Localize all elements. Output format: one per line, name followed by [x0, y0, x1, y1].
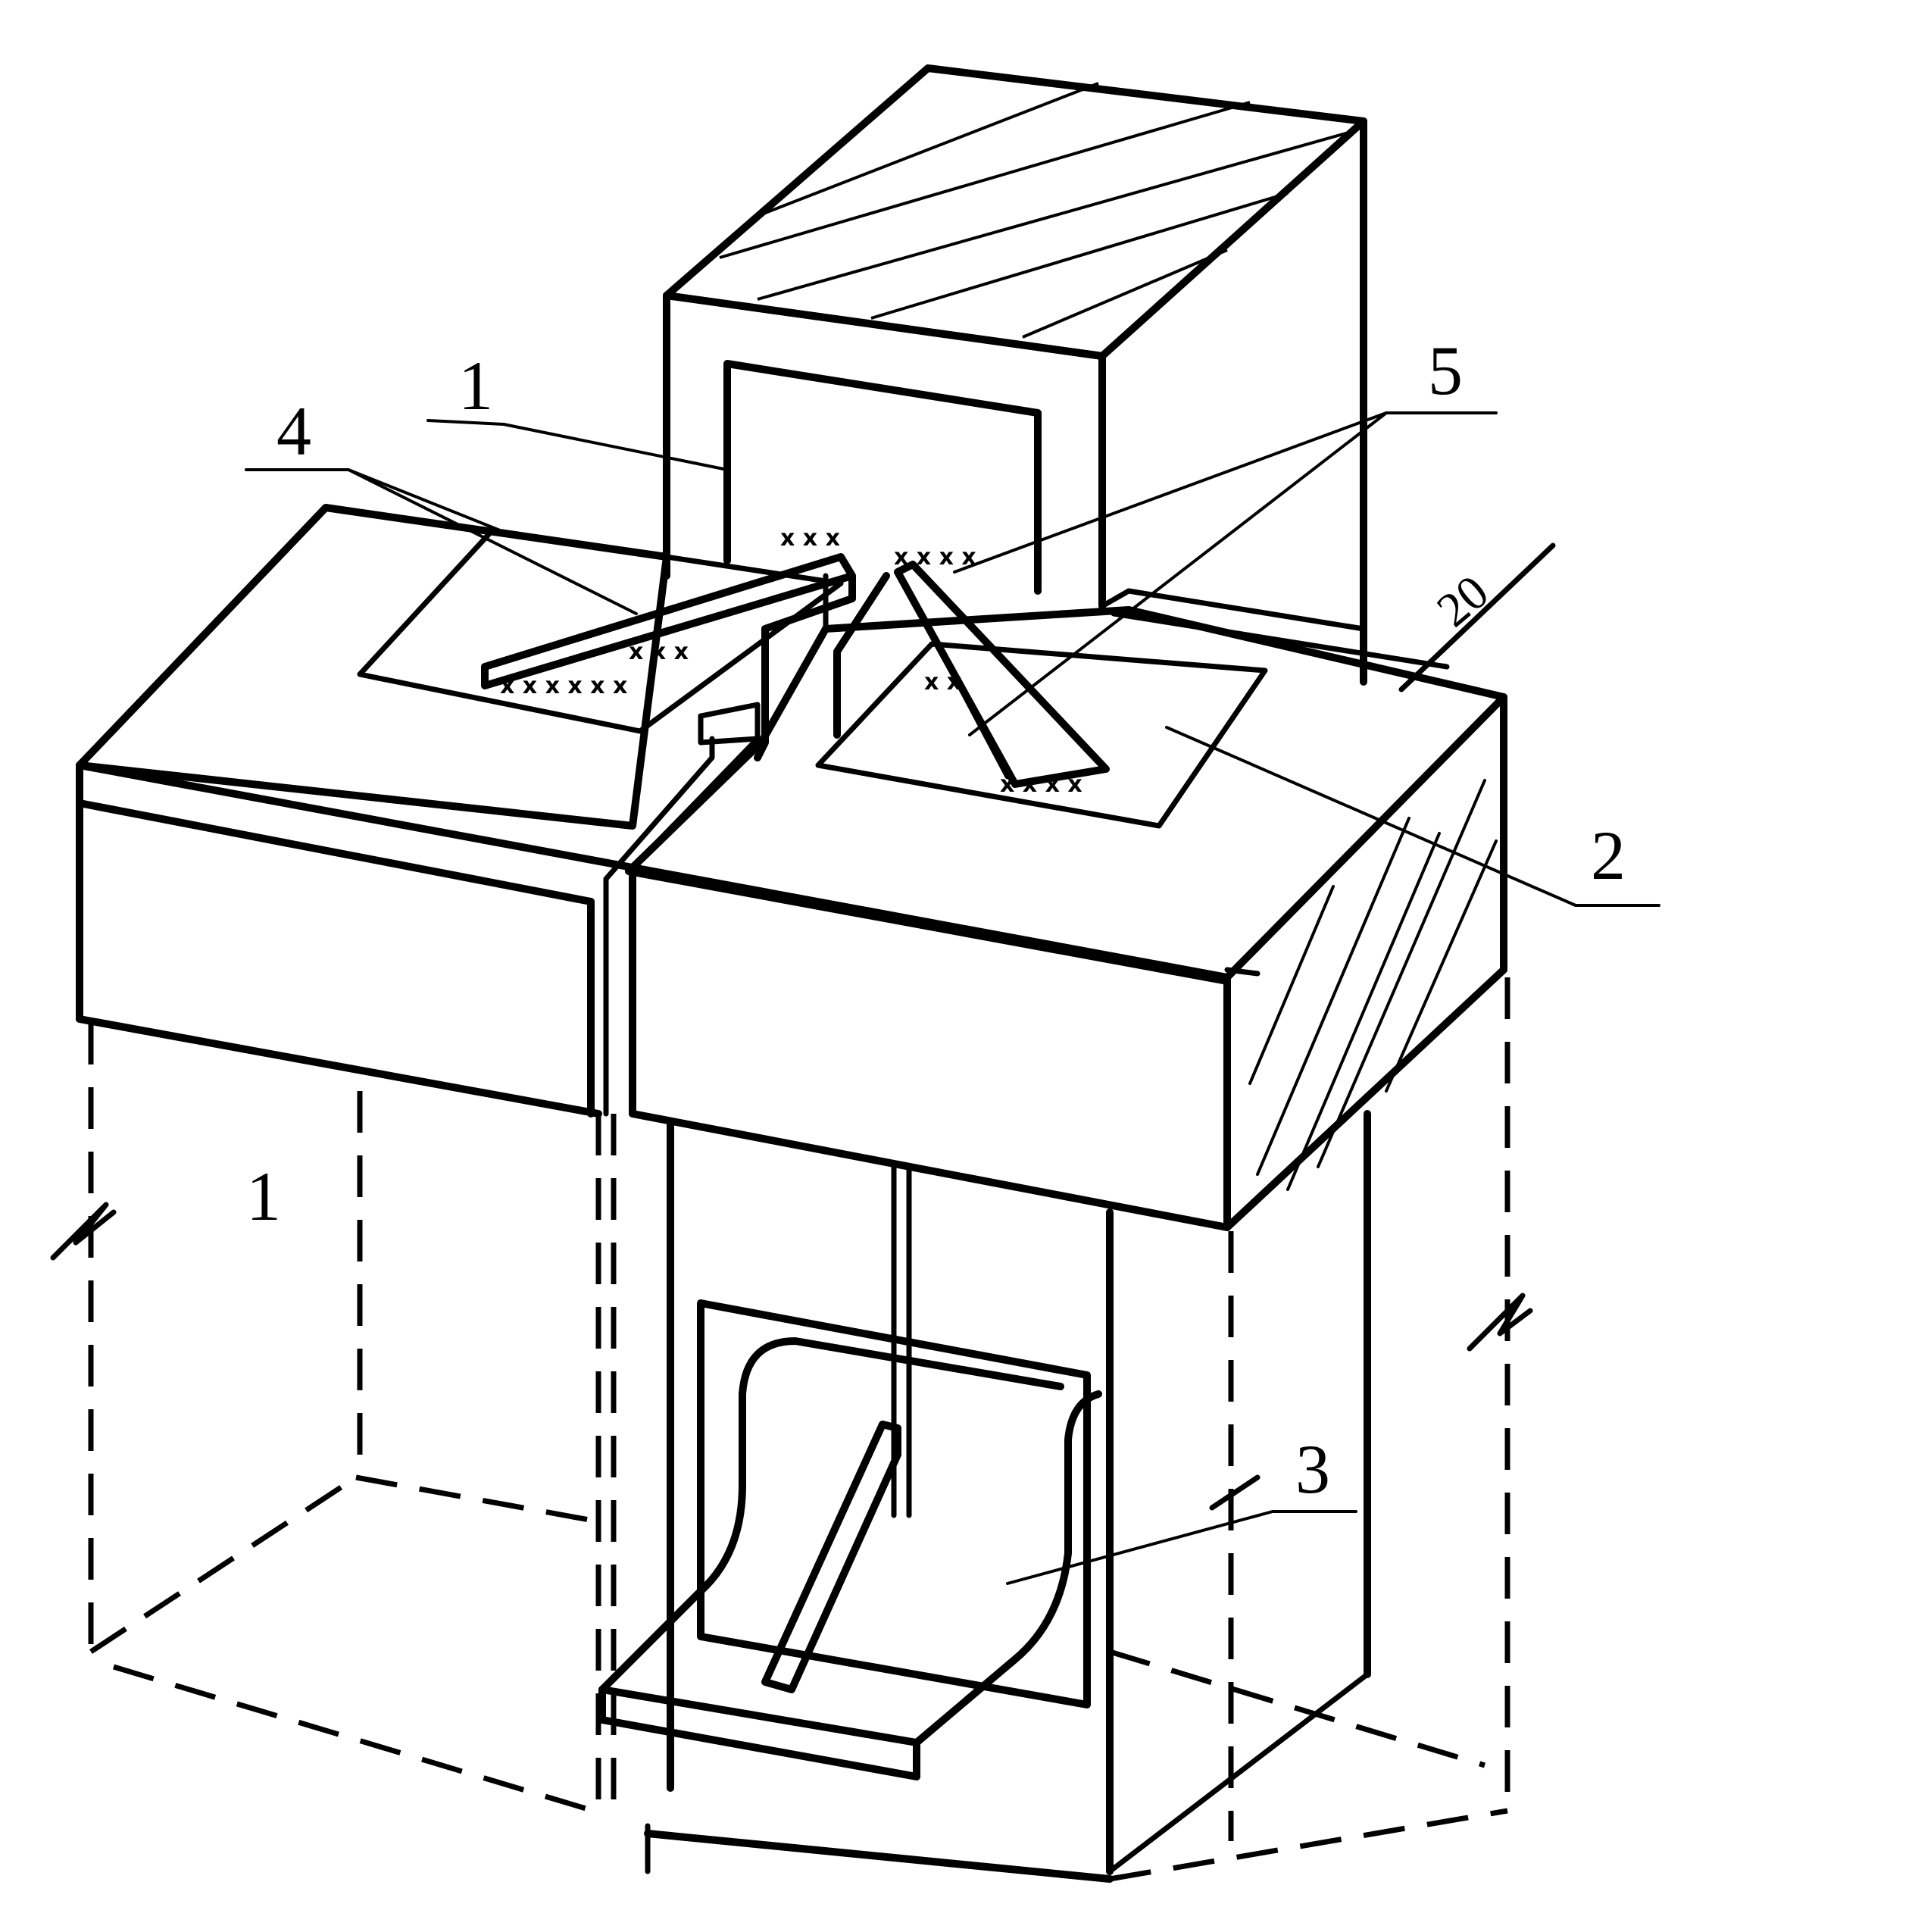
left-slab [76, 504, 844, 1118]
break-marks [50, 1202, 1533, 1511]
svg-text:1: 1 [458, 347, 493, 424]
callout-1-side: 1 [246, 1158, 281, 1235]
right-slab-end-hatch [1248, 779, 1498, 1191]
svg-text:x x: x x [924, 669, 961, 696]
right-slab [625, 606, 1507, 1231]
svg-text:x x x x: x x x x [894, 544, 976, 571]
slab-joint-gap [603, 702, 761, 1117]
callout-5: 5 [953, 332, 1498, 736]
callout-1-top: 1 [426, 347, 729, 471]
upper-column [663, 64, 1367, 686]
svg-text:3: 3 [1295, 1430, 1330, 1508]
weld-marks: x x x x x x x x x x x x x x x x x x x x … [500, 525, 1082, 798]
connection-plate-right [833, 561, 1110, 788]
svg-text:4: 4 [276, 392, 311, 470]
svg-text:x x x: x x x [629, 639, 689, 665]
hidden-lines [88, 977, 1510, 1882]
callout-3: 3 [1006, 1430, 1357, 1585]
callout-4: 4 [245, 392, 638, 615]
connection-plate-left [481, 553, 856, 761]
svg-text:5: 5 [1428, 332, 1463, 409]
svg-text:x x x x: x x x x [1000, 771, 1082, 798]
upper-column-section-hatch [719, 82, 1349, 339]
svg-text:x x x: x x x [780, 525, 840, 552]
column-bracket [598, 1299, 1102, 1780]
lower-column [644, 1110, 1371, 1883]
dimension-20-label: 20 [1426, 564, 1498, 637]
svg-text:x x x x x x: x x x x x x [500, 673, 627, 699]
dimension-20: 20 [1111, 542, 1556, 692]
svg-text:2: 2 [1591, 817, 1626, 894]
callout-2: 2 [1165, 726, 1660, 907]
svg-text:1: 1 [246, 1158, 281, 1235]
